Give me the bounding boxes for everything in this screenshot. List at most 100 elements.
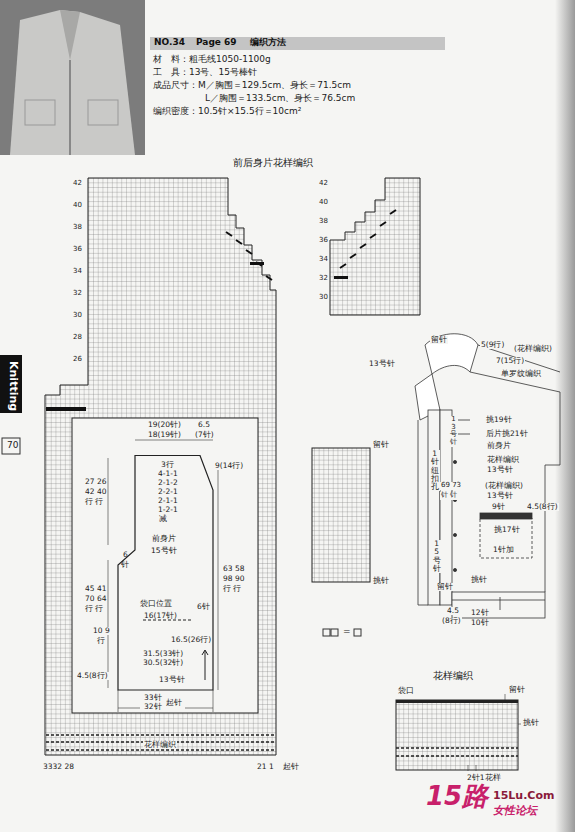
body-chart bbox=[45, 178, 276, 755]
watermark: 15路 bbox=[425, 782, 489, 811]
piece-text: 15号针 bbox=[151, 547, 177, 555]
label-text: 前后身片花样编织 bbox=[232, 157, 314, 168]
row-number: 34 bbox=[318, 256, 329, 264]
label-text: 33针 bbox=[143, 694, 163, 702]
vertical-label: 15号针 bbox=[432, 540, 442, 573]
page-number-box bbox=[2, 438, 20, 454]
label-text: 30.5(32针) bbox=[142, 659, 184, 667]
label-text: 编织密度：10.5针×15.5行＝10cm² bbox=[152, 107, 302, 117]
label-text: 10针 bbox=[470, 619, 490, 627]
label-text: 单罗纹编织 bbox=[500, 370, 542, 378]
row-number: 40 bbox=[318, 199, 329, 207]
label-text: 行 行 bbox=[222, 585, 242, 593]
label-text: 1针加 bbox=[492, 546, 515, 554]
label-text: 6针 bbox=[196, 603, 211, 611]
header-text: Page 69 bbox=[196, 38, 237, 48]
label-text: (花样编织) bbox=[484, 482, 524, 490]
label-text: 42 40 bbox=[84, 488, 107, 496]
label-text: 13号针 bbox=[486, 492, 514, 500]
label-text: 4.5 bbox=[446, 607, 460, 615]
label-text: 32针 bbox=[143, 703, 163, 711]
label-text: 挑19针 bbox=[485, 416, 513, 424]
row-number: 36 bbox=[318, 237, 329, 245]
row-number: 32 bbox=[72, 290, 83, 298]
front-piece-outline: 前身片 15号针 bbox=[113, 455, 214, 691]
label-text: 6.5 bbox=[197, 421, 211, 429]
row-number: 32 bbox=[318, 275, 329, 283]
label-text: 挑针 bbox=[522, 719, 540, 727]
label-text: 挑17针 bbox=[493, 526, 521, 534]
label-text: 成品尺寸：M／胸围＝129.5cm、身长＝71.5cm bbox=[152, 81, 352, 91]
label-text: 13号针 bbox=[368, 360, 396, 368]
label-text: 16.5(26行) bbox=[170, 636, 212, 644]
label-text: 19(20针) bbox=[147, 421, 182, 429]
label-text: 7(15行) bbox=[495, 357, 525, 365]
piece-outline bbox=[113, 455, 214, 691]
label-text: 留针 bbox=[436, 583, 454, 591]
header-band: NO.34 Page 69 编织方法 bbox=[150, 37, 445, 50]
label-text: 27 26 bbox=[84, 478, 107, 486]
label-text: 后片挑21针 bbox=[485, 430, 529, 438]
label-text: 2-2-1 bbox=[157, 488, 179, 496]
label-text: 98 90 bbox=[222, 575, 245, 583]
row-number: 36 bbox=[72, 246, 83, 254]
label-text: 行 行 bbox=[84, 605, 104, 613]
label-text: 9(14行) bbox=[214, 462, 244, 470]
label-text: 1-2-1 bbox=[157, 506, 179, 514]
header-text: 编织方法 bbox=[250, 38, 286, 48]
label-text: 起针 bbox=[282, 763, 300, 771]
row-number: 30 bbox=[318, 294, 329, 302]
label-text: 4.5(8行) bbox=[76, 672, 109, 680]
watermark: 女性论坛 bbox=[492, 805, 538, 817]
label-text: 2-1-1 bbox=[157, 497, 179, 505]
label-text: 12针 bbox=[470, 609, 490, 617]
label-text: 13号针 bbox=[158, 676, 186, 684]
pocket-chart bbox=[396, 694, 521, 771]
label-text: 10 9 bbox=[92, 627, 111, 635]
band-chart bbox=[312, 448, 370, 636]
label-text: 16(17针) bbox=[143, 612, 178, 620]
label-text: 3行 bbox=[160, 461, 175, 469]
label-text: 2针1花样 bbox=[466, 774, 502, 782]
row-number: 38 bbox=[318, 218, 329, 226]
label-text: 9针 bbox=[491, 503, 506, 511]
label-text: 18(19针) bbox=[147, 431, 182, 439]
label-text: 针 针 bbox=[440, 492, 458, 500]
label-text: 行 行 bbox=[84, 498, 104, 506]
label-text: 起针 bbox=[165, 699, 183, 707]
label-text: 袋口位置 bbox=[139, 600, 173, 608]
label-text: (花样编织) bbox=[513, 345, 553, 353]
label-text: 挑针 bbox=[372, 577, 390, 585]
row-number: 40 bbox=[72, 202, 83, 210]
piece-text: 前身片 bbox=[152, 535, 176, 544]
label-text: 袋口 bbox=[397, 687, 415, 695]
label-text: 13号针 bbox=[486, 466, 514, 474]
label-text: 4-1-1 bbox=[157, 470, 179, 478]
label-text: 70 64 bbox=[84, 595, 107, 603]
direction-arrow bbox=[202, 650, 208, 680]
label-text: 2-1-2 bbox=[157, 479, 179, 487]
label-text: 减 bbox=[158, 515, 168, 523]
piece-outline-path bbox=[118, 456, 213, 691]
pocket-line bbox=[143, 620, 193, 621]
label-text: 材 料：粗毛线1050-1100g bbox=[152, 55, 272, 65]
row-number: 28 bbox=[72, 334, 83, 342]
page-shadow bbox=[555, 0, 575, 832]
row-number: 42 bbox=[72, 180, 83, 188]
label-text: 留针 bbox=[372, 441, 390, 449]
label-text: 31.5(33针) bbox=[142, 650, 184, 658]
header-text: NO.34 bbox=[154, 38, 185, 48]
row-number: 42 bbox=[318, 180, 329, 188]
label-text: 5(9行) bbox=[480, 341, 505, 349]
neck-chart bbox=[330, 178, 420, 315]
vertical-label: 1针纽扣孔 bbox=[430, 450, 440, 491]
watermark: 15Lu.Com bbox=[492, 790, 555, 802]
label-text: 63 58 bbox=[222, 565, 245, 573]
label-text: = bbox=[342, 627, 352, 637]
jacket-sketch bbox=[415, 334, 560, 618]
label-text: 行 bbox=[96, 637, 106, 645]
row-number: 38 bbox=[72, 224, 83, 232]
label-text: 3332 28 bbox=[42, 763, 75, 771]
jacket-photo bbox=[0, 0, 145, 155]
label-text: 留针 bbox=[508, 686, 526, 694]
